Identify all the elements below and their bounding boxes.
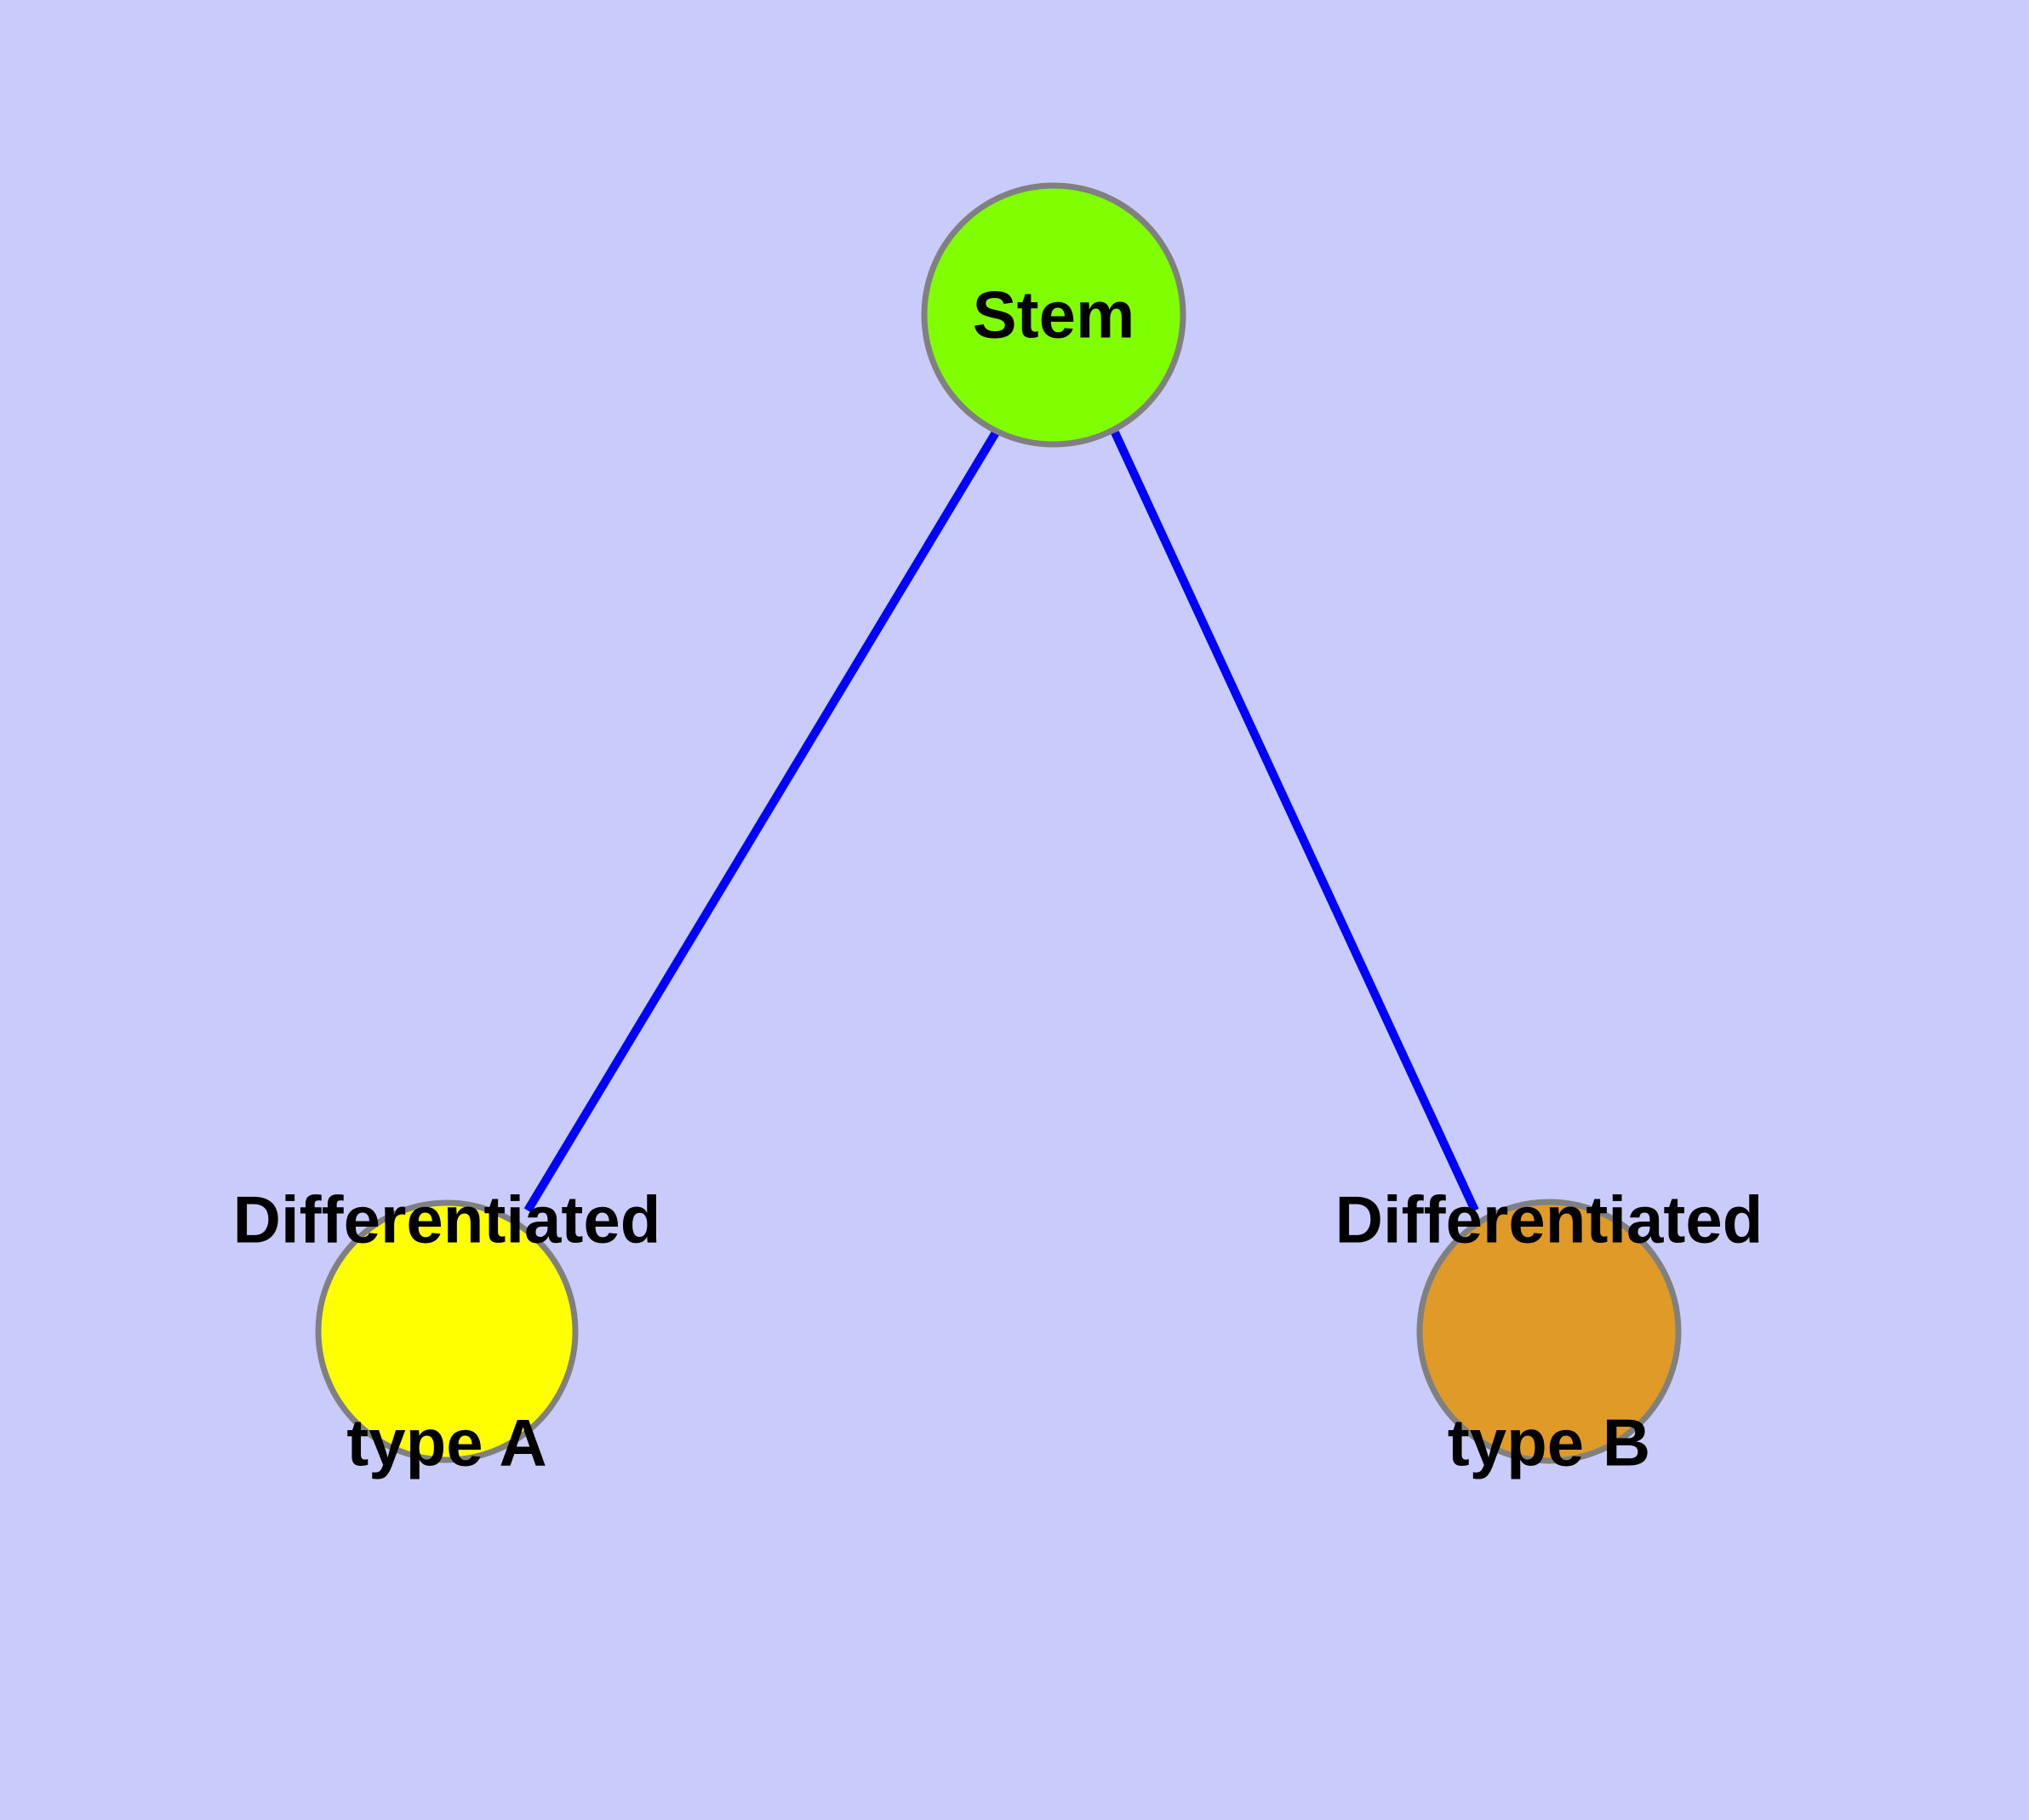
node-stem[interactable] xyxy=(921,182,1186,448)
node-differentiated-type-a[interactable] xyxy=(315,1199,579,1463)
edge-stem-to-differentiated-type-a[interactable] xyxy=(523,430,1000,1213)
edge-layer xyxy=(523,430,1479,1213)
edge-stem-to-differentiated-type-b[interactable] xyxy=(1111,430,1479,1213)
node-differentiated-type-b[interactable] xyxy=(1416,1199,1682,1464)
node-layer xyxy=(315,182,1682,1464)
